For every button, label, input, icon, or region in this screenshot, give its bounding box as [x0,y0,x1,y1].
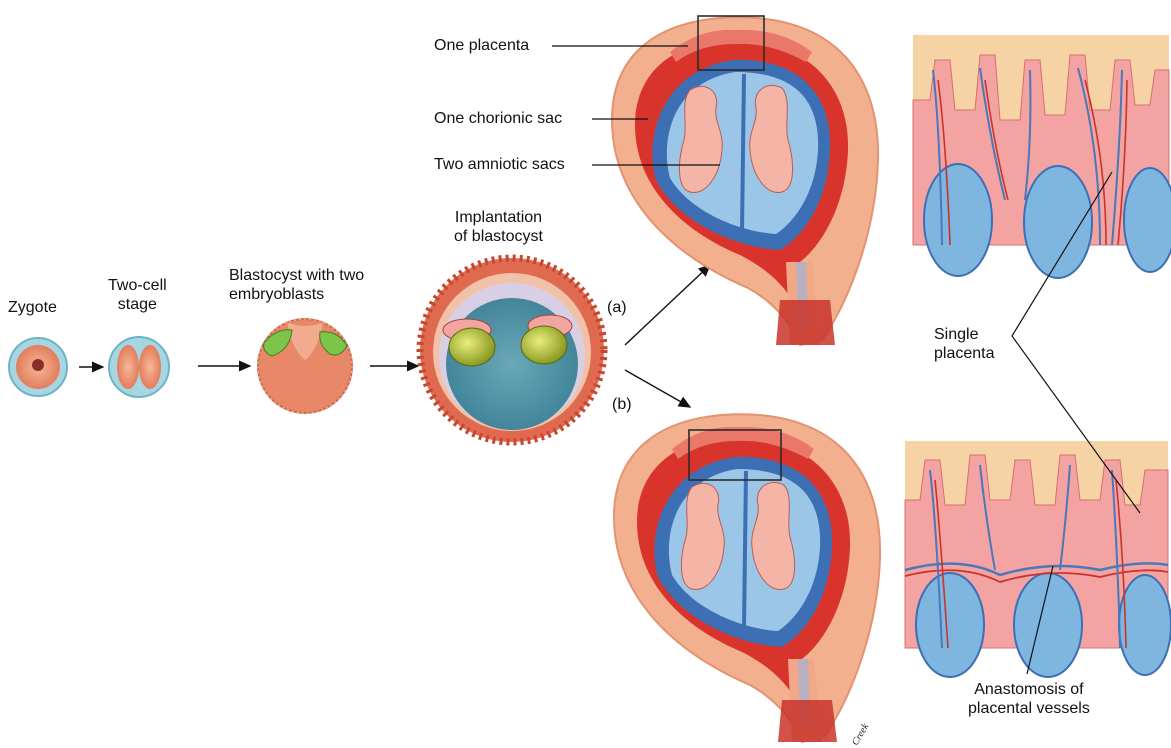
placenta-detail-a [913,35,1171,278]
two-cell-embryo [109,337,169,397]
label-blastocyst-two-embryoblasts: Blastocyst with two embryoblasts [229,266,364,304]
label-anastomosis: Anastomosis of placental vessels [968,680,1090,718]
label-one-chorionic-sac: One chorionic sac [434,109,562,128]
label-one-placenta: One placenta [434,36,529,55]
label-path-b: (b) [612,395,632,414]
arrow-path-b [625,370,690,407]
blastocyst-two-embryoblasts [258,319,352,413]
placenta-detail-b [905,441,1171,677]
label-two-amniotic-sacs: Two amniotic sacs [434,155,565,174]
arrow-path-a [625,265,710,345]
label-two-cell-stage: Two-cell stage [108,276,167,314]
zygote-cell [9,338,67,396]
label-zygote: Zygote [8,298,57,317]
label-single-placenta: Single placenta [934,325,995,363]
label-implantation: Implantation of blastocyst [454,208,543,246]
uterus-a [612,16,878,345]
implanted-blastocyst [420,258,604,442]
uterus-b [614,414,880,742]
label-path-a: (a) [607,298,627,317]
